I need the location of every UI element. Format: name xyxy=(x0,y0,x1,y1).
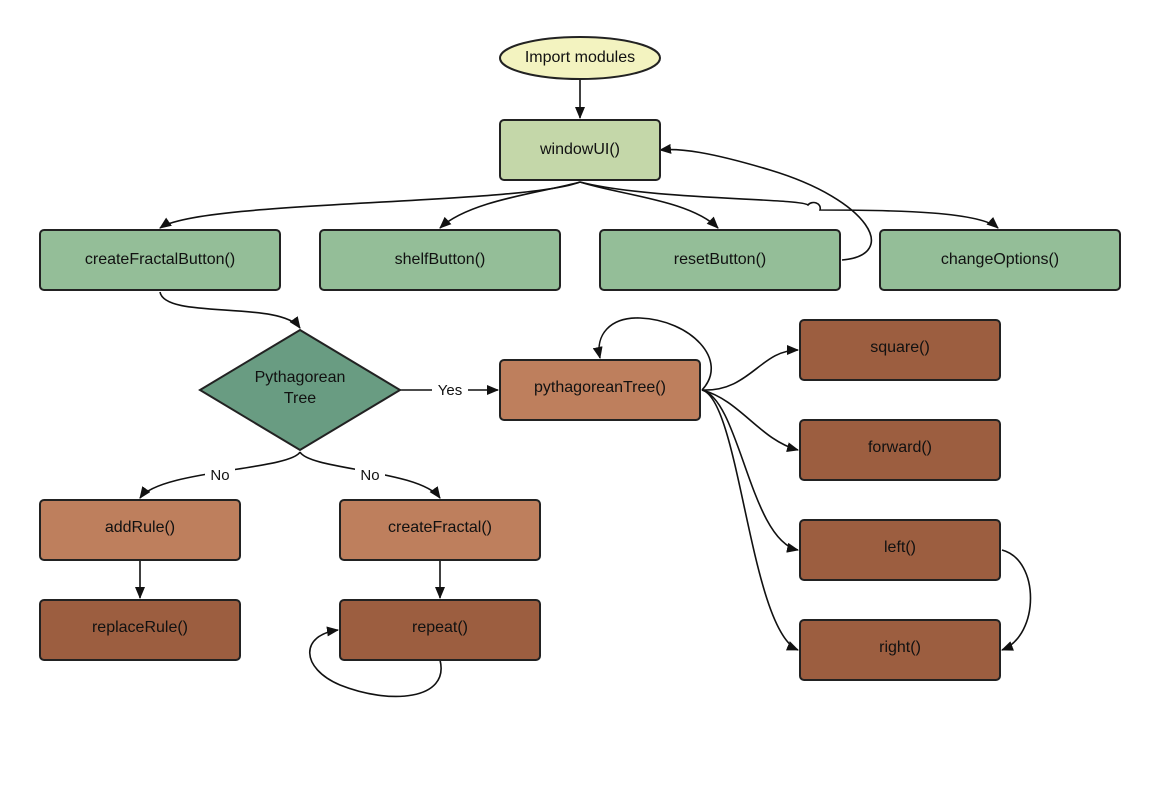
edge-pythagorean-tree-to-left xyxy=(701,389,799,553)
node-window-ui-label: windowUI() xyxy=(539,141,620,158)
node-replace-rule[interactable]: replaceRule() xyxy=(39,599,241,661)
edge-label-no-left: No xyxy=(210,467,229,484)
decision-diamond xyxy=(198,328,402,452)
edge-label-no-right: No xyxy=(360,467,379,484)
node-pythagorean-tree-func[interactable]: pythagoreanTree() xyxy=(499,359,701,421)
edge-left-to-right xyxy=(1001,549,1032,651)
edge-pythagorean-tree-self-loop xyxy=(592,317,713,391)
edge-window-to-change-options xyxy=(579,181,999,229)
node-add-rule[interactable]: addRule() xyxy=(39,499,241,561)
node-square-label: square() xyxy=(870,339,930,356)
node-create-fractal-label: createFractal() xyxy=(388,519,492,536)
node-shelf-button[interactable]: shelfButton() xyxy=(319,229,561,291)
node-change-options-label: changeOptions() xyxy=(941,251,1059,268)
node-left[interactable]: left() xyxy=(799,519,1001,581)
node-shelf-button-label: shelfButton() xyxy=(395,251,486,268)
start-ellipse xyxy=(499,36,661,80)
node-forward-label: forward() xyxy=(868,439,932,456)
edge-pythagorean-tree-to-square xyxy=(701,345,799,391)
edge-repeat-self-loop xyxy=(309,626,442,698)
edge-labels: Yes No No xyxy=(205,380,468,486)
edge-window-to-create-fractal-button xyxy=(159,181,581,229)
node-square[interactable]: square() xyxy=(799,319,1001,381)
node-pythagorean-tree-func-label: pythagoreanTree() xyxy=(534,379,666,396)
node-change-options[interactable]: changeOptions() xyxy=(879,229,1121,291)
node-window-ui[interactable]: windowUI() xyxy=(499,119,661,181)
edge-create-fractal-button-to-decision xyxy=(159,291,301,329)
node-replace-rule-label: replaceRule() xyxy=(92,619,188,636)
node-add-rule-label: addRule() xyxy=(105,519,175,536)
node-create-fractal-button-label: createFractalButton() xyxy=(85,251,235,268)
node-import-modules-label: Import modules xyxy=(525,49,635,66)
edge-window-to-shelf-button xyxy=(439,181,581,229)
edges xyxy=(135,80,1032,698)
node-pythagorean-tree-decision-line2: Tree xyxy=(284,390,316,407)
edge-pythagorean-tree-to-forward xyxy=(701,389,799,453)
node-pythagorean-tree-decision-line1: Pythagorean xyxy=(255,369,346,386)
node-create-fractal[interactable]: createFractal() xyxy=(339,499,541,561)
node-reset-button[interactable]: resetButton() xyxy=(599,229,841,291)
edge-pythagorean-tree-to-right xyxy=(701,389,799,651)
edge-reset-button-to-window xyxy=(659,143,872,261)
node-repeat[interactable]: repeat() xyxy=(339,599,541,661)
node-right[interactable]: right() xyxy=(799,619,1001,681)
node-pythagorean-tree-decision[interactable]: Pythagorean Tree xyxy=(198,328,402,452)
edge-label-yes: Yes xyxy=(438,382,462,399)
node-forward[interactable]: forward() xyxy=(799,419,1001,481)
node-left-label: left() xyxy=(884,539,916,556)
edge-window-to-reset-button xyxy=(579,181,719,229)
node-import-modules[interactable]: Import modules xyxy=(499,36,661,80)
node-reset-button-label: resetButton() xyxy=(674,251,766,268)
node-create-fractal-button[interactable]: createFractalButton() xyxy=(39,229,281,291)
node-repeat-label: repeat() xyxy=(412,619,468,636)
node-right-label: right() xyxy=(879,639,921,656)
